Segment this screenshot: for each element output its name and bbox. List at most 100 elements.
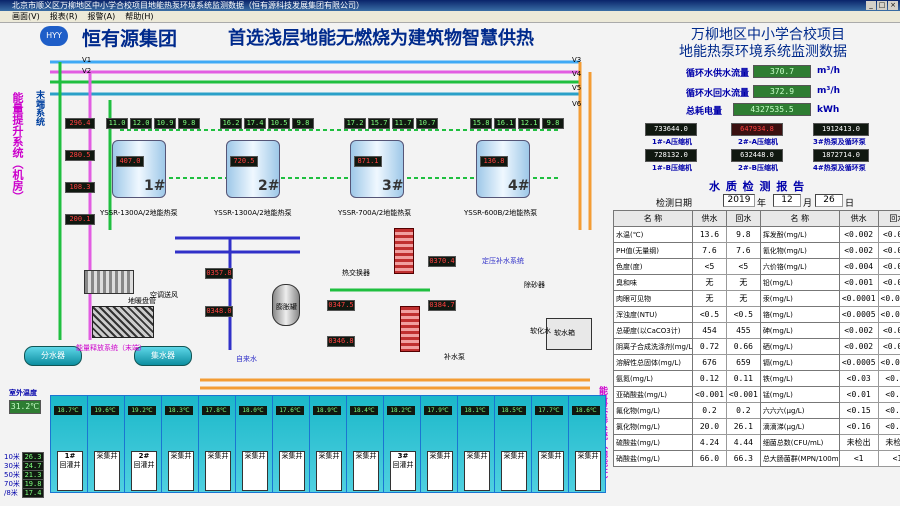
well-number: 3# bbox=[397, 452, 409, 460]
heat-pump-temp: 17.4 bbox=[244, 118, 266, 129]
table-header-cell: 回水 bbox=[877, 210, 900, 227]
heat-pump-temp: 9.8 bbox=[542, 118, 564, 129]
table-cell: 浑浊度(NTU) bbox=[613, 306, 693, 323]
heat-pump-temp: 16.1 bbox=[494, 118, 516, 129]
project-title-line2: 地能热泵环境系统监测数据 bbox=[679, 44, 847, 60]
heat-pump-unit[interactable] bbox=[350, 140, 404, 198]
table-cell: <0.03 bbox=[838, 370, 879, 387]
well-temp: 17.7℃ bbox=[535, 406, 563, 415]
table-cell: 66.3 bbox=[725, 450, 761, 467]
menu-item[interactable]: 报警(A) bbox=[87, 12, 116, 21]
mid-reading-3: 0347.5 bbox=[327, 300, 355, 311]
window-title: 北京市顺义区万柳地区中小学合校项目地能热泵环境系统监测数据（恒有源科技发展集团有… bbox=[12, 1, 364, 10]
heat-pump-reading: 720.5 bbox=[230, 156, 258, 167]
well-type: 采集井 bbox=[540, 452, 562, 460]
table-header-cell: 名 称 bbox=[759, 210, 840, 227]
report-day-unit: 日 bbox=[845, 199, 855, 209]
meter-1b-label: 1#-B压缩机 bbox=[652, 164, 692, 172]
minimize-button[interactable]: _ bbox=[866, 1, 876, 10]
well-type: 采集井 bbox=[244, 452, 266, 460]
well-label: 1#回灌井 bbox=[57, 451, 83, 491]
table-cell: <0.0005 bbox=[838, 306, 879, 323]
meter-2b-value: 632448.0 bbox=[731, 149, 783, 162]
table-cell: 硫酸盐(mg/L) bbox=[613, 434, 693, 451]
well-label: 采集井 bbox=[316, 451, 342, 491]
well-type: 回灌井 bbox=[392, 461, 414, 469]
return-flow-label: 循环水回水流量 bbox=[686, 89, 750, 99]
well-type: 采集井 bbox=[281, 452, 303, 460]
well-temp: 18.9℃ bbox=[313, 406, 341, 415]
table-cell: 0.2 bbox=[725, 402, 761, 419]
table-cell: 455 bbox=[725, 322, 761, 339]
table-cell: 659 bbox=[725, 354, 761, 371]
table-cell: 无 bbox=[725, 274, 761, 291]
table-cell: 未检出 bbox=[877, 434, 900, 451]
terminal-system-label: 末端系统 bbox=[34, 90, 44, 126]
well-label: 采集井 bbox=[575, 451, 601, 491]
well[interactable]: 18.9℃ 采集井 bbox=[309, 395, 347, 493]
table-cell: 总大肠菌群(MPN/100mL) bbox=[759, 450, 840, 467]
heat-pump-unit[interactable] bbox=[476, 140, 530, 198]
table-cell: <0.01 bbox=[838, 386, 879, 403]
well-label: 采集井 bbox=[427, 451, 453, 491]
heat-pump-unit[interactable] bbox=[226, 140, 280, 198]
menu-item[interactable]: 帮助(H) bbox=[125, 12, 154, 21]
table-cell: <1 bbox=[838, 450, 879, 467]
heat-pump-temp: 15.8 bbox=[470, 118, 492, 129]
table-cell: <0.0001 bbox=[877, 290, 900, 307]
maximize-button[interactable]: □ bbox=[877, 1, 887, 10]
well-label: 3#回灌井 bbox=[390, 451, 416, 491]
distributor: 分水器 bbox=[24, 346, 82, 366]
heat-pump-model: YSSR-700A/2地能热泵 bbox=[338, 209, 412, 217]
table-cell: <0.002 bbox=[877, 322, 900, 339]
heat-pump-reading: 871.1 bbox=[354, 156, 382, 167]
heat-pump-name: 2# bbox=[258, 178, 280, 194]
loop-label-v2: V2 bbox=[82, 67, 92, 75]
report-year-unit: 年 bbox=[757, 199, 767, 209]
well[interactable]: 17.7℃ 采集井 bbox=[531, 395, 569, 493]
meter-2b-label: 2#-B压缩机 bbox=[738, 164, 778, 172]
left-reading-2: 280.5 bbox=[65, 150, 95, 161]
close-button[interactable]: × bbox=[888, 1, 898, 10]
menu-item[interactable]: 画面(V) bbox=[12, 12, 40, 21]
dirt-separator-label: 除砂器 bbox=[524, 281, 545, 289]
table-cell: <0.002 bbox=[838, 242, 879, 259]
well-temp: 18.3℃ bbox=[165, 406, 193, 415]
heat-pump-temp: 11.0 bbox=[106, 118, 128, 129]
well-type: 采集井 bbox=[355, 452, 377, 460]
menu-item[interactable]: 报表(R) bbox=[49, 12, 78, 21]
well-temp: 19.6℃ bbox=[91, 406, 119, 415]
table-cell: <0.15 bbox=[838, 402, 879, 419]
table-cell: 676 bbox=[692, 354, 727, 371]
table-cell: <0.16 bbox=[877, 418, 900, 435]
table-cell: <0.002 bbox=[877, 242, 900, 259]
well-type: 采集井 bbox=[466, 452, 488, 460]
pipe-network bbox=[50, 60, 592, 390]
table-cell: <0.0005 bbox=[877, 306, 900, 323]
table-cell: 六价铬(mg/L) bbox=[759, 258, 840, 275]
well[interactable]: 19.6℃ 采集井 bbox=[87, 395, 125, 493]
window-titlebar: 北京市顺义区万柳地区中小学合校项目地能热泵环境系统监测数据（恒有源科技发展集团有… bbox=[0, 0, 900, 11]
report-title: 水 质 检 测 报 告 bbox=[709, 180, 806, 193]
well-type: 采集井 bbox=[96, 452, 118, 460]
power-unit: kWh bbox=[817, 105, 840, 115]
table-cell: 色度(度) bbox=[613, 258, 693, 275]
heat-pump-unit[interactable] bbox=[112, 140, 166, 198]
heat-pump-model: YSSR-600B/2地能热泵 bbox=[464, 209, 538, 217]
